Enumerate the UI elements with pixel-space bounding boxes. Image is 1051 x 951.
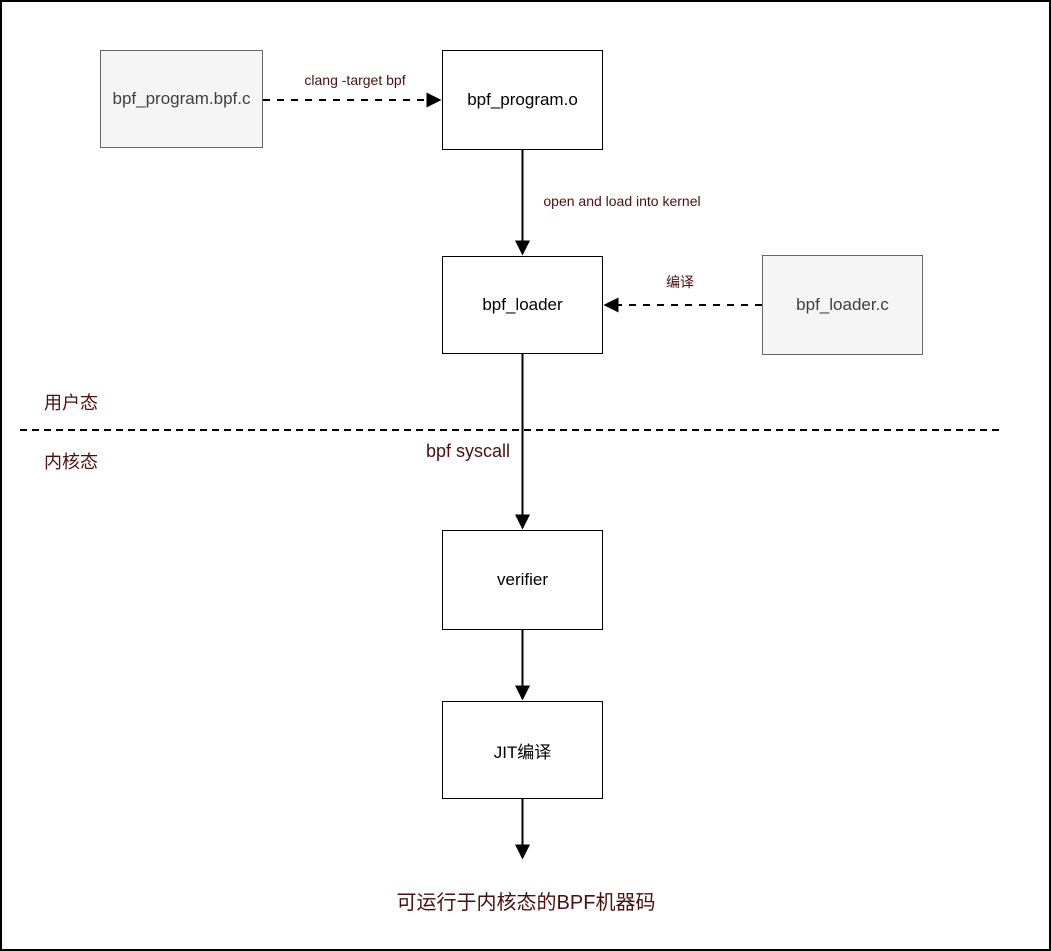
node-bpf-program-source-file: bpf_program.bpf.c [100,50,263,148]
node-bpf-program-object-file: bpf_program.o [442,50,603,150]
region-label-user-mode: 用户态 [44,393,98,413]
edge-label-compile: 编译 [666,274,694,290]
node-verifier: verifier [442,530,603,630]
node-bpf-loader: bpf_loader [442,256,603,354]
edge-label-open-and-load: open and load into kernel [543,193,701,209]
node-jit-compile: JIT编译 [442,701,603,799]
node-bpf-loader-source-file: bpf_loader.c [762,255,923,355]
region-label-kernel-mode: 内核态 [44,452,98,472]
edge-label-bpf-syscall: bpf syscall [425,441,510,461]
output-text-bpf-machine-code: 可运行于内核态的BPF机器码 [396,892,656,914]
edge-label-clang-target-bpf: clang -target bpf [304,72,406,88]
